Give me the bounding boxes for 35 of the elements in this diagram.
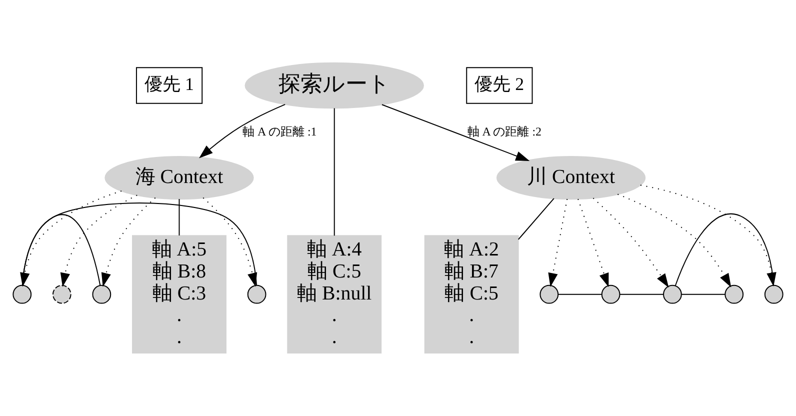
- arrow: [101, 197, 156, 287]
- arrow: [381, 104, 530, 162]
- node-circle: [247, 284, 266, 304]
- connector: [619, 294, 664, 295]
- node-circle: [663, 284, 682, 304]
- node-circle: [52, 284, 72, 304]
- connector: [558, 294, 602, 295]
- node-circle: [764, 284, 784, 304]
- arrow: [548, 198, 568, 287]
- node-circle: [724, 284, 744, 304]
- node-ellipse: 探索ルート: [244, 62, 424, 109]
- arrow: [199, 104, 286, 158]
- edge-label: 軸 A の距離 :1: [242, 124, 317, 138]
- node-box: 軸 A:4 軸 C:5 軸 B:null . .: [287, 235, 382, 354]
- node-box: 優先 2: [466, 67, 533, 104]
- node-box: 軸 A:5 軸 B:8 軸 C:3 . .: [132, 235, 226, 354]
- node-circle: [601, 284, 620, 304]
- node-circle: [12, 284, 32, 304]
- node-circle: [540, 284, 559, 304]
- arrow: [60, 194, 138, 287]
- edge-label: 軸 A の距離 :2: [467, 124, 542, 138]
- arrow: [592, 198, 669, 288]
- connector: [518, 198, 554, 240]
- node-circle: [92, 284, 112, 304]
- connector: [22, 214, 101, 286]
- arrow: [578, 198, 609, 288]
- node-box: 軸 A:2 軸 B:7 軸 C:5 . .: [424, 235, 519, 354]
- arrow: [617, 194, 732, 288]
- node-box: 優先 1: [136, 67, 203, 104]
- node-ellipse: 川 Context: [496, 156, 646, 200]
- connector: [674, 214, 774, 286]
- connector: [681, 294, 726, 295]
- connector: [178, 198, 180, 236]
- connector: [334, 108, 335, 236]
- node-ellipse: 海 Context: [104, 156, 254, 200]
